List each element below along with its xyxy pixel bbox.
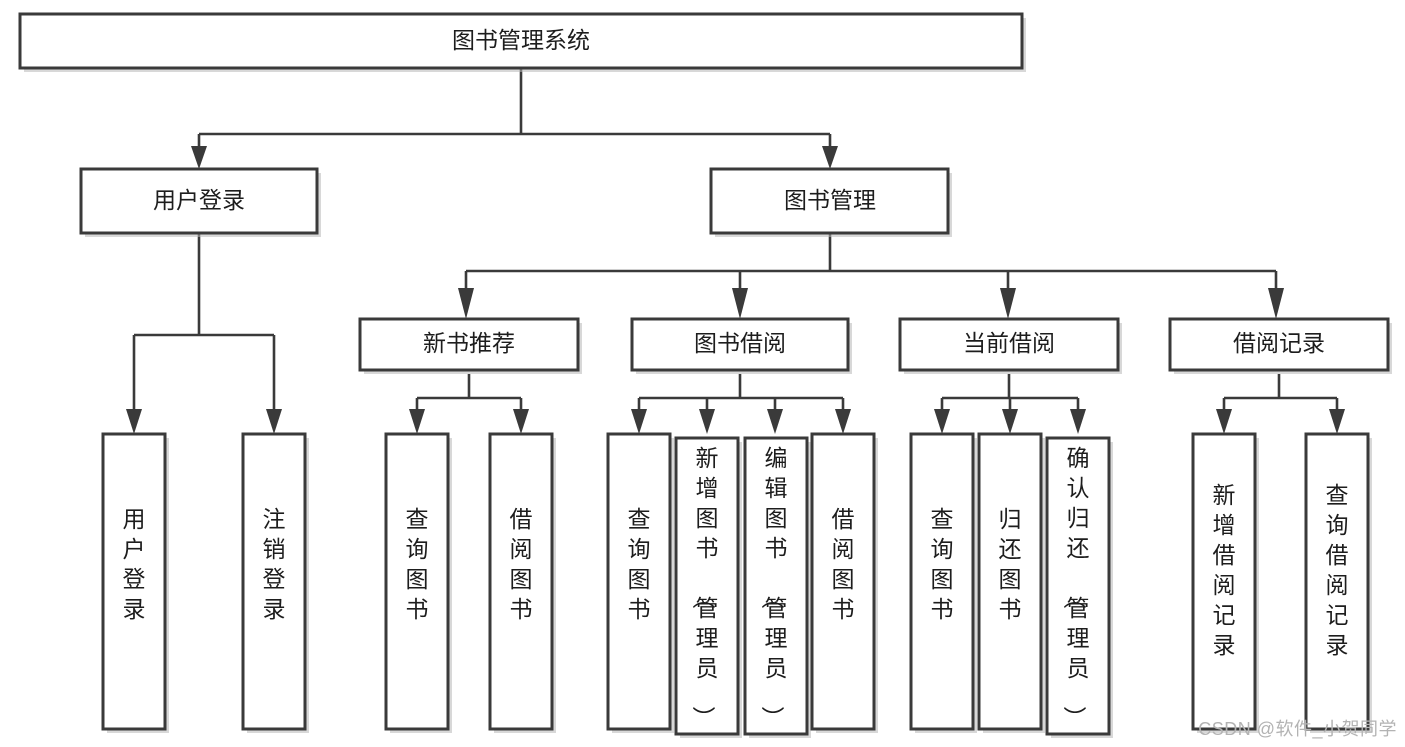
leaf-query-book-2-label: 查询图书: [628, 506, 651, 622]
current-borrow-label: 当前借阅: [963, 330, 1055, 356]
new-book-rec-label: 新书推荐: [423, 330, 515, 356]
leaf-confirm-return-label: 确认归还（管理员）: [1062, 445, 1090, 729]
arrowhead-leaf-return-book: [1002, 409, 1018, 434]
node-root[interactable]: 图书管理系统: [18, 12, 1026, 72]
arrowhead-leaf-user-login: [126, 409, 142, 434]
node-book-manage[interactable]: 图书管理: [709, 167, 952, 237]
leaf-query-book-3-label: 查询图书: [931, 506, 954, 622]
borrow-record-rect[interactable]: [1168, 317, 1390, 372]
arrowhead-book-borrow: [732, 288, 748, 319]
arrowhead-leaf-edit-book: [767, 409, 783, 434]
leaf-query-record-label: 查询借阅记录: [1326, 482, 1349, 658]
node-leaf-add-record[interactable]: 新增借阅记录: [1191, 432, 1259, 733]
leaf-borrow-book-1-rect[interactable]: [488, 432, 554, 731]
leaf-edit-book-rect[interactable]: [743, 436, 809, 736]
arrowhead-leaf-add-record: [1216, 409, 1232, 434]
arrowhead-leaf-logout: [266, 409, 282, 434]
node-leaf-borrow-book-1[interactable]: 借阅图书: [488, 432, 556, 733]
node-leaf-query-book-2[interactable]: 查询图书: [606, 432, 674, 733]
node-leaf-add-book[interactable]: 新增图书（管理员）: [674, 436, 742, 738]
leaf-borrow-book-2-rect[interactable]: [810, 432, 876, 731]
arrowhead-leaf-query-record: [1329, 409, 1345, 434]
node-current-borrow[interactable]: 当前借阅: [898, 317, 1122, 374]
user-login-rect[interactable]: [79, 167, 319, 235]
connector-layer: [126, 68, 1345, 434]
leaf-confirm-return-rect[interactable]: [1045, 436, 1111, 736]
arrowhead-leaf-query-book-3: [934, 409, 950, 434]
leaf-query-book-3-rect[interactable]: [909, 432, 975, 731]
arrowhead-leaf-borrow-book-1: [513, 409, 529, 434]
leaf-return-book-label: 归还图书: [999, 506, 1022, 622]
new-book-rec-rect[interactable]: [358, 317, 580, 372]
leaf-borrow-book-2-label: 借阅图书: [832, 506, 855, 622]
leaf-query-book-2-rect[interactable]: [606, 432, 672, 731]
arrowhead-new-book-rec: [458, 288, 474, 319]
leaf-return-book-rect[interactable]: [977, 432, 1043, 731]
arrowhead-book-manage: [822, 146, 838, 169]
book-borrow-rect[interactable]: [630, 317, 850, 372]
root-rect[interactable]: [18, 12, 1024, 70]
arrowhead-leaf-borrow-book-2: [835, 409, 851, 434]
leaf-logout-label: 注销登录: [263, 506, 286, 622]
leaf-add-record-rect[interactable]: [1191, 432, 1257, 731]
node-leaf-query-book-1[interactable]: 查询图书: [384, 432, 452, 733]
leaf-edit-book-label: 编辑图书（管理员）: [760, 445, 788, 729]
leaf-query-book-1-label: 查询图书: [406, 506, 429, 622]
leaf-borrow-book-1-label: 借阅图书: [510, 506, 533, 622]
node-leaf-query-record[interactable]: 查询借阅记录: [1304, 432, 1372, 733]
node-leaf-query-book-3[interactable]: 查询图书: [909, 432, 977, 733]
current-borrow-rect[interactable]: [898, 317, 1120, 372]
user-login-label: 用户登录: [153, 187, 245, 213]
leaf-user-login-label: 用户登录: [123, 506, 146, 622]
book-manage-label: 图书管理: [784, 187, 876, 213]
leaf-add-book-rect[interactable]: [674, 436, 740, 736]
borrow-record-label: 借阅记录: [1233, 330, 1325, 356]
node-leaf-logout[interactable]: 注销登录: [241, 432, 309, 733]
node-leaf-confirm-return[interactable]: 确认归还（管理员）: [1045, 436, 1113, 738]
node-leaf-borrow-book-2[interactable]: 借阅图书: [810, 432, 878, 733]
node-leaf-edit-book[interactable]: 编辑图书（管理员）: [743, 436, 811, 738]
leaf-query-record-rect[interactable]: [1304, 432, 1370, 731]
arrowhead-borrow-record: [1268, 288, 1284, 319]
arrowhead-current-borrow: [1000, 288, 1016, 319]
leaf-query-book-1-rect[interactable]: [384, 432, 450, 731]
arrowhead-leaf-add-book: [699, 409, 715, 434]
leaf-user-login-rect[interactable]: [101, 432, 167, 731]
arrowhead-leaf-confirm-return: [1070, 409, 1086, 434]
root-label: 图书管理系统: [452, 27, 590, 53]
node-leaf-user-login[interactable]: 用户登录: [101, 432, 169, 733]
node-leaf-return-book[interactable]: 归还图书: [977, 432, 1045, 733]
book-manage-rect[interactable]: [709, 167, 950, 235]
leaf-add-book-label: 新增图书（管理员）: [691, 445, 719, 729]
node-book-borrow[interactable]: 图书借阅: [630, 317, 852, 374]
arrowhead-user-login: [191, 146, 207, 169]
arrowhead-leaf-query-book-2: [631, 409, 647, 434]
node-borrow-record[interactable]: 借阅记录: [1168, 317, 1392, 374]
arrowhead-leaf-query-book-1: [409, 409, 425, 434]
leaf-logout-rect[interactable]: [241, 432, 307, 731]
book-borrow-label: 图书借阅: [694, 330, 786, 356]
leaf-add-record-label: 新增借阅记录: [1213, 482, 1236, 658]
node-new-book-rec[interactable]: 新书推荐: [358, 317, 582, 374]
node-user-login[interactable]: 用户登录: [79, 167, 321, 237]
